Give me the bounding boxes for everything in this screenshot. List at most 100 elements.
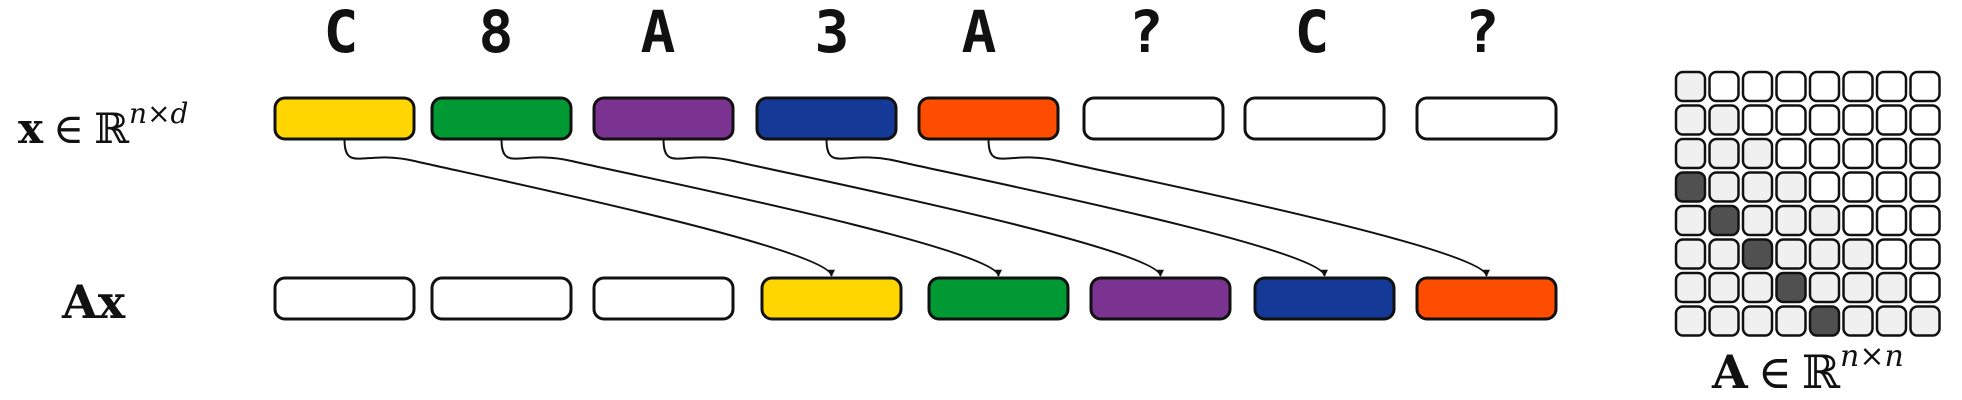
x-token-box — [1243, 96, 1386, 141]
token-label: 3 — [815, 0, 850, 66]
matrix-cell — [1842, 104, 1874, 136]
ax-token-box — [592, 276, 735, 321]
matrix-cell — [1808, 204, 1841, 237]
matrix-cell — [1674, 271, 1707, 304]
matrix-cell — [1775, 70, 1807, 103]
matrix-cell — [1909, 305, 1941, 337]
matrix-cell — [1741, 104, 1774, 136]
matrix-cell — [1708, 70, 1740, 103]
matrix-cell-active — [1741, 238, 1774, 270]
matrix-cell — [1741, 137, 1774, 170]
element-of-symbol: ∈ — [1758, 345, 1792, 399]
matrix-cell — [1875, 238, 1908, 270]
matrix-cell — [1875, 70, 1908, 103]
matrix-cell — [1674, 305, 1707, 337]
x-token-box — [917, 96, 1060, 141]
ax-token-box — [1253, 276, 1396, 321]
matrix-cell — [1808, 171, 1841, 203]
real-field-symbol: ℝ — [94, 104, 130, 153]
matrix-cell — [1674, 70, 1707, 103]
ax-token-box — [1089, 276, 1232, 321]
matrix-cell — [1708, 171, 1740, 203]
x-symbol: x — [18, 104, 44, 153]
matrix-cell — [1842, 238, 1874, 270]
shift-arrow — [343, 138, 835, 277]
shift-arrow — [987, 138, 1490, 277]
x-dimension-exponent: n×d — [129, 97, 188, 130]
matrix-cell-active — [1775, 271, 1807, 304]
matrix-cell — [1708, 137, 1740, 170]
matrix-cell — [1842, 305, 1874, 337]
matrix-cell — [1775, 171, 1807, 203]
matrix-cell — [1775, 104, 1807, 136]
matrix-cell — [1674, 204, 1707, 237]
ax-token-box — [760, 276, 903, 321]
matrix-cell — [1842, 137, 1874, 170]
x-row — [273, 96, 1558, 141]
matrix-cell-active — [1708, 204, 1740, 237]
ax-row-label: Ax — [61, 275, 126, 329]
token-label: C — [1295, 0, 1330, 66]
matrix-cell — [1909, 271, 1941, 304]
matrix-cell — [1708, 271, 1740, 304]
token-label: A — [641, 0, 676, 66]
ax-token-box — [927, 276, 1070, 321]
matrix-cell — [1741, 204, 1774, 237]
matrix-cell — [1909, 104, 1941, 136]
x-token-box — [430, 96, 573, 141]
token-label: 8 — [479, 0, 514, 66]
matrix-cell — [1708, 104, 1740, 136]
matrix-cell — [1708, 305, 1740, 337]
ax-token-box — [1415, 276, 1558, 321]
matrix-cell — [1808, 137, 1841, 170]
shift-arrow — [662, 138, 1164, 277]
matrix-cell — [1674, 137, 1707, 170]
matrix-cell — [1708, 238, 1740, 270]
matrix-cell-active — [1674, 171, 1707, 203]
token-row: C 8 A 3 A ? C ? — [324, 0, 1500, 66]
matrix-cell — [1842, 171, 1874, 203]
matrix-cell — [1875, 305, 1908, 337]
matrix-cell — [1909, 171, 1941, 203]
matrix-cell — [1741, 171, 1774, 203]
matrix-cell — [1875, 171, 1908, 203]
matrix-cell — [1842, 204, 1874, 237]
matrix-cell — [1775, 305, 1807, 337]
shift-arrow — [500, 138, 1002, 277]
matrix-symbol: A — [1711, 345, 1749, 399]
matrix-cell — [1909, 238, 1941, 270]
token-label: A — [962, 0, 997, 66]
x-token-box — [755, 96, 898, 141]
matrix-cell — [1741, 70, 1774, 103]
x-token-box — [1415, 96, 1558, 141]
shift-matrix — [1674, 70, 1941, 337]
shift-arrows — [343, 138, 1490, 277]
matrix-cell — [1741, 271, 1774, 304]
matrix-cell — [1775, 238, 1807, 270]
matrix-cell — [1842, 70, 1874, 103]
matrix-cell — [1741, 305, 1774, 337]
matrix-cell — [1775, 137, 1807, 170]
real-field-symbol: ℝ — [1802, 345, 1841, 399]
token-label: C — [324, 0, 359, 66]
matrix-cell — [1808, 271, 1841, 304]
matrix-cell — [1875, 271, 1908, 304]
token-label: ? — [1465, 0, 1500, 66]
matrix-cell — [1808, 70, 1841, 103]
matrix-dimension-exponent: n×n — [1840, 339, 1904, 374]
matrix-cell-active — [1808, 305, 1841, 337]
matrix-cell — [1808, 238, 1841, 270]
matrix-cell — [1674, 104, 1707, 136]
ax-token-box — [430, 276, 573, 321]
ax-token-box — [273, 276, 416, 321]
matrix-cell — [1875, 104, 1908, 136]
matrix-cell — [1808, 104, 1841, 136]
matrix-cell — [1875, 137, 1908, 170]
x-token-box — [1082, 96, 1225, 141]
matrix-cell — [1909, 70, 1941, 103]
matrix-cell — [1775, 204, 1807, 237]
matrix-cell — [1909, 137, 1941, 170]
x-token-box — [273, 96, 416, 141]
matrix-label: A∈ℝn×n — [1711, 339, 1904, 399]
